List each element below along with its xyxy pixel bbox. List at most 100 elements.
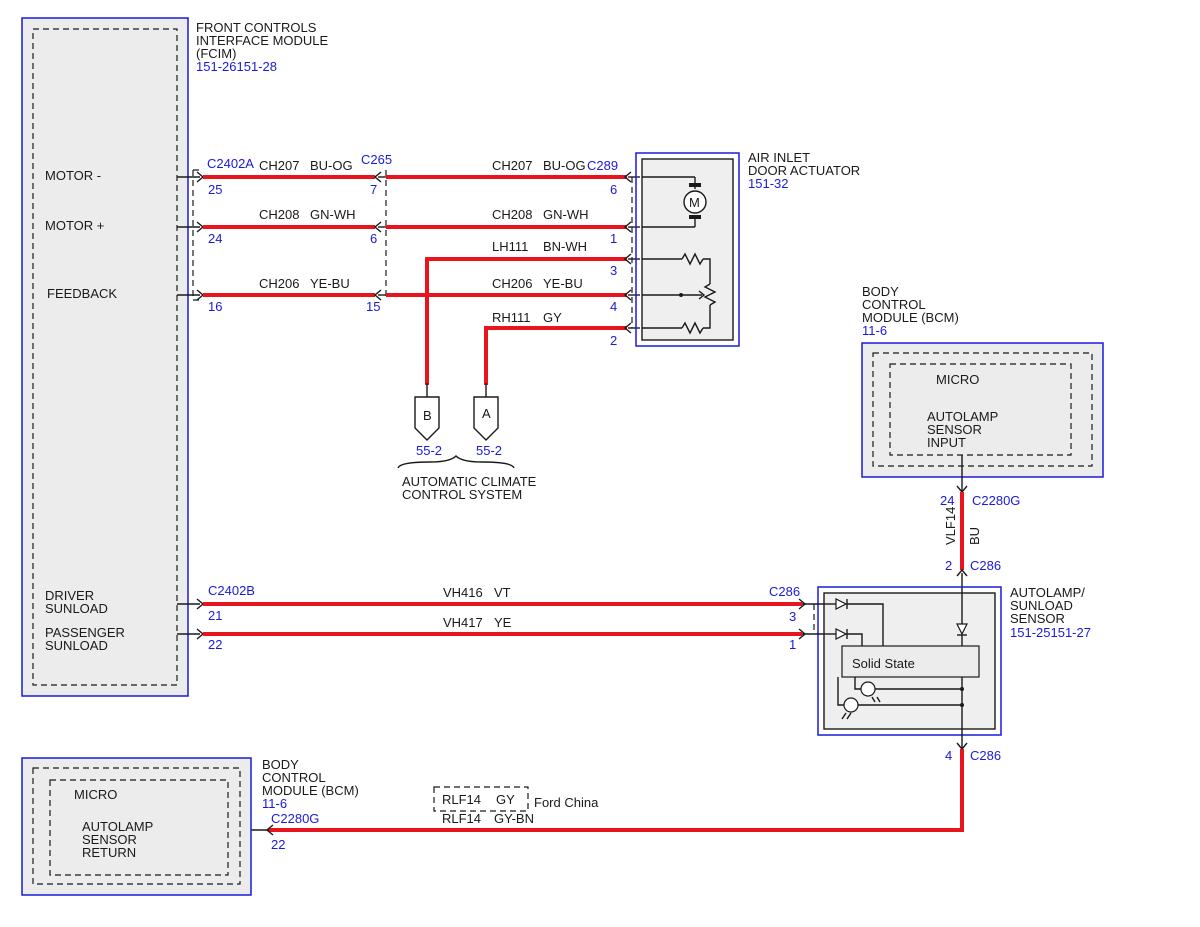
fcim-module: FRONT CONTROLS INTERFACE MODULE (FCIM) 1… bbox=[21, 17, 329, 697]
ref-tag-a-page-link[interactable]: 55-2 bbox=[476, 443, 502, 458]
ref-tag-a: A bbox=[482, 406, 491, 421]
sunload-sensor-module: AUTOLAMP/ SUNLOAD SENSOR 151-25151-27 So… bbox=[813, 585, 1091, 736]
pin-22: 22 bbox=[208, 637, 222, 652]
connector-c286-right: C286 bbox=[769, 584, 800, 599]
rlf14-color: GY-BN bbox=[494, 811, 534, 826]
wire-labels-top: C2402A CH207 BU-OG C265 CH207 BU-OG C289… bbox=[207, 152, 618, 348]
bcm-bottom-module: MICRO AUTOLAMP SENSOR RETURN BODY CONTRO… bbox=[21, 757, 359, 896]
bcm-bottom-title-3: MODULE (BCM) bbox=[262, 783, 359, 798]
wire-vlf14[interactable] bbox=[956, 455, 968, 592]
climate-ref-tags: B A 55-2 55-2 AUTOMATIC CLIMATE CONTROL … bbox=[397, 396, 537, 502]
potentiometer-icon bbox=[642, 252, 717, 335]
vlf14-circuit: VLF14 bbox=[943, 507, 958, 545]
ch208-left-color: GN-WH bbox=[310, 207, 356, 222]
bcm-top-title-3: MODULE (BCM) bbox=[862, 310, 959, 325]
ch206-left-color: YE-BU bbox=[310, 276, 350, 291]
bcm-bottom-title-1: BODY bbox=[262, 757, 299, 772]
wire-vh416[interactable] bbox=[177, 598, 824, 610]
actuator-ref-link[interactable]: 151-32 bbox=[748, 176, 788, 191]
pin-4-c289: 4 bbox=[610, 299, 617, 314]
ch206-right-color: YE-BU bbox=[543, 276, 583, 291]
bcm-bottom-signal-1: AUTOLAMP bbox=[82, 819, 153, 834]
rlf14-alt-note: Ford China bbox=[534, 795, 599, 810]
connector-c286-bottom: C286 bbox=[970, 748, 1001, 763]
rlf14-circuit: RLF14 bbox=[442, 811, 481, 826]
lh111-circuit: LH111 bbox=[492, 239, 528, 254]
fcim-ref-link[interactable]: 151-26151-28 bbox=[196, 59, 277, 74]
connector-c265: C265 bbox=[361, 152, 392, 167]
ref-tag-b: B bbox=[423, 408, 432, 423]
rh111-color: GY bbox=[543, 310, 562, 325]
pin-7: 7 bbox=[370, 182, 377, 197]
bcm-bottom-signal-3: RETURN bbox=[82, 845, 136, 860]
bcm-top-micro: MICRO bbox=[936, 372, 979, 387]
ch207-left-color: BU-OG bbox=[310, 158, 353, 173]
phototransistor-icon bbox=[837, 677, 964, 729]
bcm-top-ref-link[interactable]: 11-6 bbox=[862, 323, 887, 338]
pin-21: 21 bbox=[208, 608, 222, 623]
ch207-right-color: BU-OG bbox=[543, 158, 586, 173]
rh111-circuit: RH111 bbox=[492, 310, 531, 325]
connector-c2280g-top: C2280G bbox=[972, 493, 1020, 508]
ref-tag-b-page-link[interactable]: 55-2 bbox=[416, 443, 442, 458]
bcm-top-title-2: CONTROL bbox=[862, 297, 926, 312]
pin-label-motor-plus: MOTOR + bbox=[45, 218, 104, 233]
vlf14-color: BU bbox=[967, 527, 982, 545]
ford-china-variant-box bbox=[433, 786, 529, 812]
lh111-color: BN-WH bbox=[543, 239, 587, 254]
pin-1-c286: 1 bbox=[789, 637, 796, 652]
climate-label-2: CONTROL SYSTEM bbox=[402, 487, 522, 502]
motor-icon: M bbox=[642, 176, 707, 228]
vh416-color: VT bbox=[494, 585, 511, 600]
pin-label-driver-sunload-2: SUNLOAD bbox=[45, 601, 108, 616]
wire-ch206[interactable] bbox=[177, 289, 640, 301]
pin-6-c265: 6 bbox=[370, 231, 377, 246]
vh416-circuit: VH416 bbox=[443, 585, 483, 600]
pin-2-c289: 2 bbox=[610, 333, 617, 348]
pin-2-c286: 2 bbox=[945, 558, 952, 573]
pin-label-driver-sunload-1: DRIVER bbox=[45, 588, 94, 603]
wire-rh111[interactable] bbox=[484, 322, 640, 397]
pin-1-c289: 1 bbox=[610, 231, 617, 246]
actuator-module: M AIR INLET DOOR ACTUATOR 151-32 bbox=[631, 150, 860, 347]
bcm-top-signal-3: INPUT bbox=[927, 435, 966, 450]
pin-24: 24 bbox=[208, 231, 222, 246]
connector-c286-mid: C286 bbox=[970, 558, 1001, 573]
ch207-right-circuit: CH207 bbox=[492, 158, 532, 173]
ch208-left-circuit: CH208 bbox=[259, 207, 299, 222]
wire-vh417[interactable] bbox=[177, 628, 824, 640]
actuator-title-2: DOOR ACTUATOR bbox=[748, 163, 860, 178]
sensor-title-1: AUTOLAMP/ bbox=[1010, 585, 1085, 600]
fcim-title-1: FRONT CONTROLS bbox=[196, 20, 317, 35]
ch206-right-circuit: CH206 bbox=[492, 276, 532, 291]
pin-label-passenger-sunload-2: SUNLOAD bbox=[45, 638, 108, 653]
vh417-color: YE bbox=[494, 615, 512, 630]
fcim-title-3: (FCIM) bbox=[196, 46, 236, 61]
vh417-circuit: VH417 bbox=[443, 615, 483, 630]
connector-c289: C289 bbox=[587, 158, 618, 173]
bcm-top-title-1: BODY bbox=[862, 284, 899, 299]
rlf14-alt-circuit: RLF14 bbox=[442, 792, 481, 807]
pin-3-c289: 3 bbox=[610, 263, 617, 278]
bcm-top-signal-1: AUTOLAMP bbox=[927, 409, 998, 424]
wire-ch207[interactable] bbox=[177, 171, 640, 183]
sensor-ref-link[interactable]: 151-25151-27 bbox=[1010, 625, 1091, 640]
pin-24-bcm: 24 bbox=[940, 493, 954, 508]
motor-symbol-text: M bbox=[689, 195, 700, 210]
connector-c2402a: C2402A bbox=[207, 156, 254, 171]
wire-lh111[interactable] bbox=[425, 253, 640, 397]
bcm-bottom-ref-link[interactable]: 11-6 bbox=[262, 796, 287, 811]
connector-c2280g-bottom: C2280G bbox=[271, 811, 319, 826]
diode-icon bbox=[824, 592, 968, 646]
wire-rlf14[interactable] bbox=[229, 729, 968, 836]
pin-4-c286: 4 bbox=[945, 748, 952, 763]
fcim-title-2: INTERFACE MODULE bbox=[196, 33, 329, 48]
bcm-top-signal-2: SENSOR bbox=[927, 422, 982, 437]
bcm-bottom-micro: MICRO bbox=[74, 787, 117, 802]
sensor-title-3: SENSOR bbox=[1010, 611, 1065, 626]
bcm-top-module: BODY CONTROL MODULE (BCM) 11-6 MICRO AUT… bbox=[861, 284, 1104, 478]
rlf14-alt-color: GY bbox=[496, 792, 515, 807]
ch208-right-color: GN-WH bbox=[543, 207, 589, 222]
ch206-left-circuit: CH206 bbox=[259, 276, 299, 291]
wire-ch208[interactable] bbox=[177, 221, 640, 233]
